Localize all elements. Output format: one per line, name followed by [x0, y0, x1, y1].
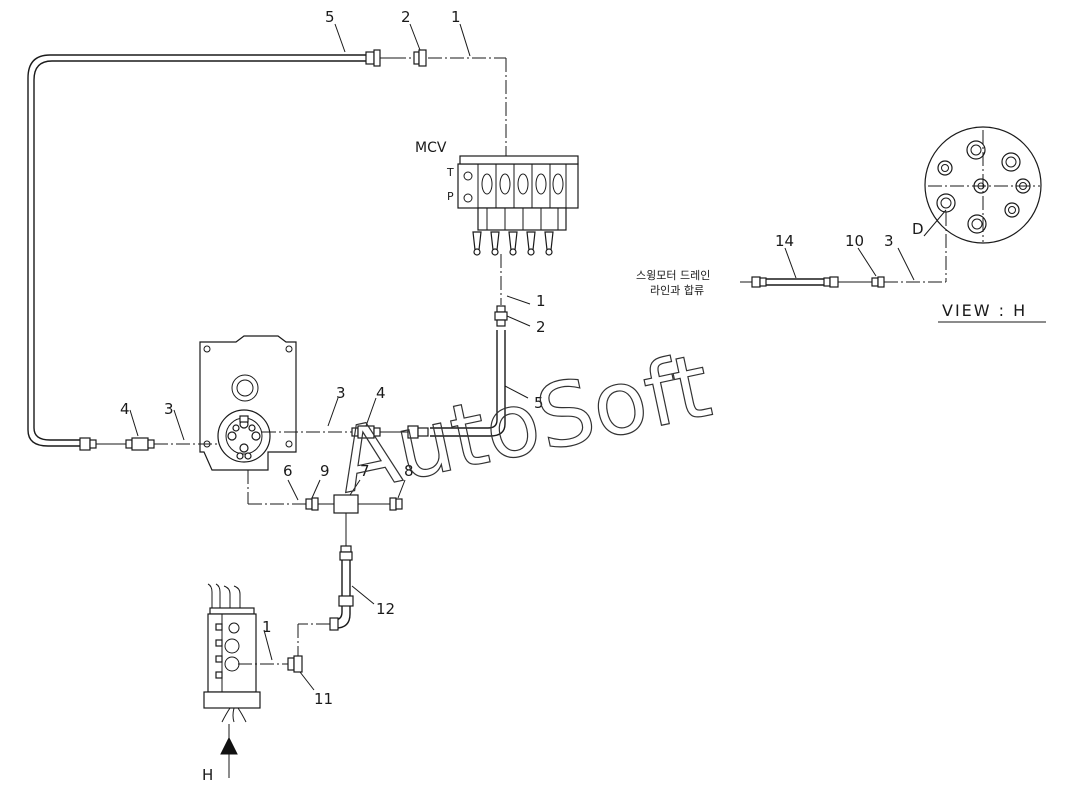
callout-4-left: 4: [120, 400, 130, 418]
callout-5-hose: 5: [534, 394, 544, 412]
view-h-motor-face: D: [912, 126, 1042, 282]
callout-5-top: 5: [325, 8, 335, 26]
callout-1-mcv: 1: [536, 292, 546, 310]
top-callouts: 5 2 1: [325, 8, 471, 57]
callout-14-right: 14: [775, 232, 794, 250]
hose-5-vertical: 5: [430, 330, 544, 437]
mcv-down-fittings: 1 2: [494, 292, 546, 336]
callout-2-mcv: 2: [536, 318, 546, 336]
right-drain-line: 14 10 3 스윙모터 드레인 라인과 합류: [636, 232, 946, 297]
callout-3-left: 3: [164, 400, 174, 418]
view-h-title: VIEW : H: [938, 301, 1046, 323]
mcv-label: MCV: [415, 140, 447, 156]
callout-9-tee: 9: [320, 462, 330, 480]
watermark: AutoSoft: [327, 333, 719, 514]
callout-2-top: 2: [401, 8, 411, 26]
callout-6-tee: 6: [283, 462, 293, 480]
mcv-valve: MCV T P: [415, 140, 579, 305]
callout-1-pilot: 1: [262, 618, 272, 636]
hose-12: 12: [297, 545, 395, 656]
callout-d: D: [912, 220, 924, 238]
view-h-arrow-icon: [220, 736, 238, 755]
swing-motor-housing: [199, 335, 297, 471]
callout-3-right: 3: [884, 232, 894, 250]
callout-10-right: 10: [845, 232, 864, 250]
middle-fittings: 3 4: [262, 384, 429, 439]
korean-note-line2: 라인과 합류: [650, 284, 704, 297]
view-title-label: VIEW : H: [942, 301, 1027, 320]
callout-3-mid: 3: [336, 384, 346, 402]
tee-assembly: 6 9 7 8: [247, 462, 414, 546]
hose-5-loop: [27, 54, 370, 447]
callout-11-pilot: 11: [314, 690, 333, 708]
callout-12-hose: 12: [376, 600, 395, 618]
pilot-to-fitting-11: 1 11: [238, 618, 333, 708]
top-fitting-group: [365, 49, 507, 162]
port-p-label: P: [447, 190, 454, 203]
watermark-text: AutoSoft: [328, 334, 719, 513]
callout-8-tee: 8: [404, 462, 414, 480]
port-t-label: T: [446, 166, 454, 179]
view-h-label: H: [202, 766, 213, 784]
pilot-valve: H: [202, 583, 261, 784]
left-fittings: 4 3: [79, 400, 218, 451]
korean-note-line1: 스윙모터 드레인: [636, 269, 710, 282]
callout-4-mid: 4: [376, 384, 386, 402]
callout-7-tee: 7: [360, 462, 370, 480]
mcv-spool-caps: [472, 231, 554, 256]
callout-1-top: 1: [451, 8, 461, 26]
